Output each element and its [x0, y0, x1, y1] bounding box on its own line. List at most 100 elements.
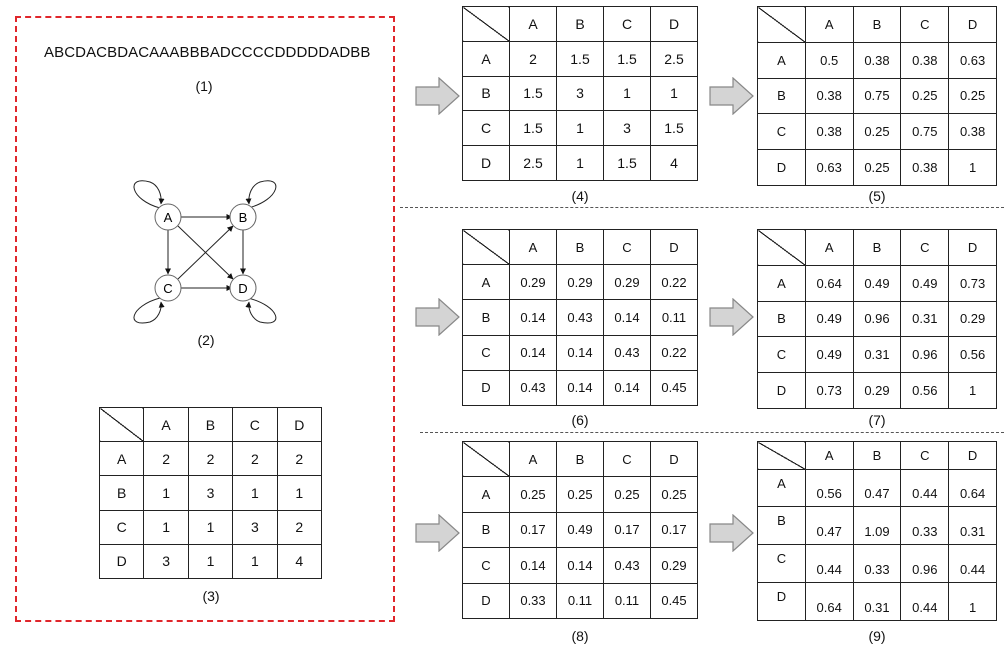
matrix-cell: 1.5 [603, 40, 651, 77]
matrix-row-header: B [462, 299, 510, 336]
matrix-cell: 0.44 [900, 582, 950, 621]
matrix-cell: 1.5 [603, 145, 651, 181]
matrix-cell: 2.5 [509, 145, 557, 181]
arrow-right-icon [709, 514, 754, 552]
matrix-cell: 0.44 [804, 544, 854, 584]
matrix-column-header: A [509, 440, 557, 478]
matrix-cell: 0.45 [650, 369, 698, 407]
matrix-cell: 0.43 [603, 334, 651, 371]
matrix-cell: 1 [143, 475, 189, 511]
matrix-cell: 1 [650, 75, 698, 112]
matrix-row-header: A [757, 41, 806, 79]
matrix-cell: 0.63 [948, 41, 997, 79]
matrix-row-header: A [98, 441, 145, 477]
matrix-cell: 0.11 [650, 299, 698, 336]
matrix-column-header: B [556, 6, 604, 42]
matrix-column-header: A [509, 6, 557, 42]
matrix-corner-cell [462, 440, 510, 478]
matrix-row-header: A [757, 264, 806, 302]
matrix-cell: 0.17 [603, 511, 651, 549]
matrix-column-header: C [900, 229, 950, 266]
matrix-cell: 0.49 [804, 336, 854, 374]
input-panel [15, 16, 395, 622]
matrix-cell: 3 [556, 75, 604, 112]
matrix-cell: 0.47 [852, 468, 902, 508]
node-c-label: C [163, 281, 172, 296]
arrow-right-icon [415, 514, 460, 552]
matrix-cell: 2 [143, 441, 189, 477]
matrix-column-header: D [650, 228, 698, 266]
matrix-column-header: D [650, 440, 698, 478]
matrix-cell: 1 [232, 475, 278, 511]
row-separator [420, 432, 1004, 433]
matrix-cell: 0.38 [948, 113, 997, 151]
node-a-circle [154, 203, 182, 231]
matrix-cell: 4 [276, 543, 323, 580]
matrix-cell: 0.33 [900, 506, 950, 546]
matrix-cell: 0.33 [852, 544, 902, 584]
matrix-row-header: A [462, 476, 510, 513]
node-b-label: B [239, 210, 248, 225]
matrix-cell: 1 [143, 509, 189, 545]
matrix-row-header: B [757, 300, 806, 338]
matrix-column-header: C [900, 6, 950, 43]
matrix-cell: 2 [232, 441, 278, 477]
label-8: (8) [571, 628, 589, 644]
matrix-cell: 0.29 [948, 300, 997, 338]
matrix-row-header: C [462, 110, 510, 147]
matrix-cell: 0.38 [852, 41, 902, 79]
matrix-cell: 1.5 [509, 110, 557, 147]
matrix-cell: 1 [948, 149, 997, 186]
matrix-cell: 0.49 [556, 511, 604, 549]
matrix-cell: 0.22 [650, 264, 698, 301]
matrix-cell: 0.38 [900, 149, 950, 186]
matrix-cell: 0.56 [948, 336, 997, 374]
matrix-cell: 3 [603, 110, 651, 147]
matrix-cell: 0.44 [948, 544, 997, 584]
matrix-cell: 0.64 [804, 582, 854, 621]
matrix-cell: 0.38 [804, 113, 854, 151]
matrix-column-header: D [948, 229, 997, 266]
matrix-row-header: A [757, 468, 806, 508]
matrix-cell: 0.73 [804, 372, 854, 409]
matrix-row-header: B [98, 475, 145, 511]
matrix-row-header: A [462, 40, 510, 77]
matrix-row-header: B [757, 506, 806, 546]
matrix-cell: 0.64 [804, 264, 854, 302]
symbol-sequence: ABCDACBDACAAABBBADCCCCDDDDDADBB [44, 44, 371, 61]
matrix-row-header: B [462, 511, 510, 549]
matrix-cell: 0.14 [509, 334, 557, 371]
matrix-cell: 0.22 [650, 334, 698, 371]
row-separator [400, 207, 1004, 208]
matrix-row-header: C [98, 509, 145, 545]
self-loop-a [133, 180, 165, 209]
arrow-right-icon [709, 298, 754, 336]
matrix-corner-cell [98, 406, 145, 443]
matrix-cell: 1 [948, 582, 997, 621]
matrix-cell: 1 [556, 110, 604, 147]
matrix-cell: 1 [948, 372, 997, 409]
matrix-cell: 0.43 [509, 369, 557, 407]
matrix-row-header: C [757, 113, 806, 151]
label-4: (4) [571, 188, 589, 204]
matrix-column-header: D [650, 6, 698, 42]
matrix-column-header: B [852, 6, 902, 43]
matrix-cell: 0.43 [556, 299, 604, 336]
